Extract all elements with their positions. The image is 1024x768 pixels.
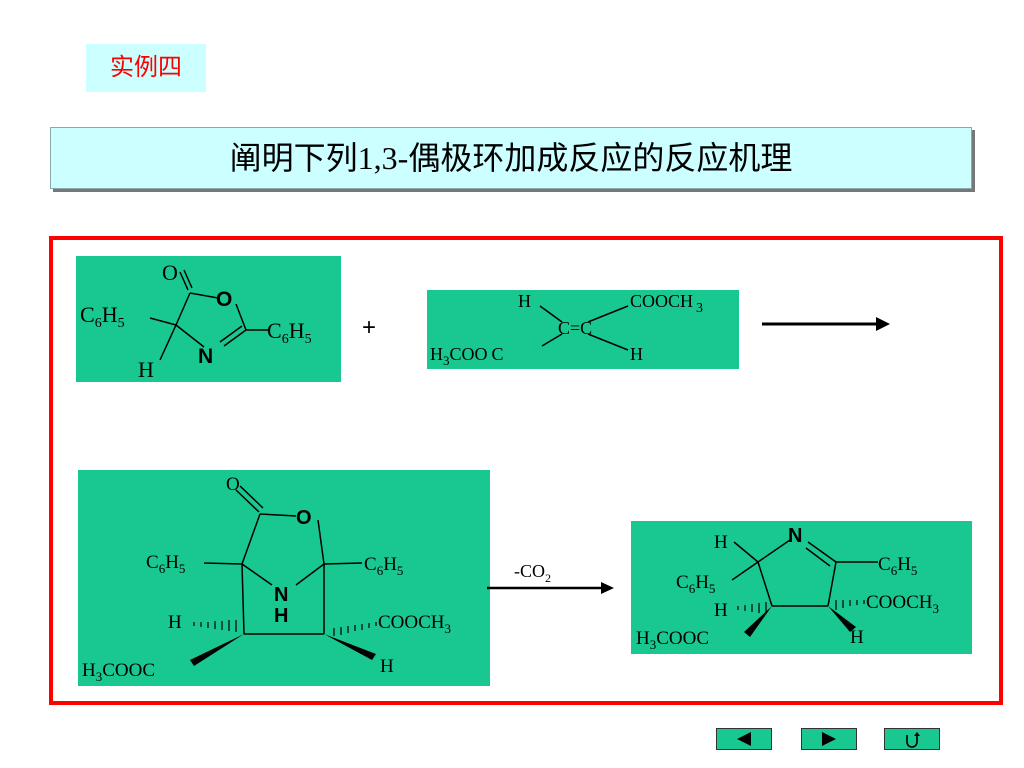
triangle-left-icon [737,732,751,746]
int-nh-h: H [274,605,288,627]
int-ester-left: H3COOC [82,660,155,684]
reactant-oxazolone-panel [76,256,341,382]
triangle-right-icon [822,732,836,746]
r1-carbonyl-o: O [162,260,178,285]
reactant-alkene-panel [427,290,739,369]
prod-phenyl-left: C6H5 [676,572,715,596]
r2-h-bottom: H [630,344,643,364]
return-button[interactable] [884,728,940,750]
int-ester-right: COOCH3 [378,612,451,636]
r2-h-top: H [518,291,531,311]
r2-double-bond: C=C [558,318,592,338]
int-phenyl-left: C6H5 [146,552,185,576]
product-pyrroline-panel [631,521,972,654]
int-h-left: H [168,612,182,633]
page-title: 阐明下列1,3-偶极环加成反应的反应机理 [50,127,972,189]
r1-hydrogen: H [138,357,154,382]
int-h-right: H [380,656,394,677]
prod-ester-left: H3COOC [636,628,709,652]
prod-h-top: H [714,532,728,553]
prev-button[interactable] [716,728,772,750]
int-ring-o: O [296,507,312,529]
prod-h-right: H [850,627,864,648]
int-nh-n: N [274,584,288,606]
prod-ring-n: N [788,525,802,547]
prod-h-mid: H [714,600,728,621]
int-carbonyl-o: O [226,474,240,495]
reaction-frame [49,236,1003,705]
intermediate-adduct-panel [78,470,490,686]
r1-ring-n: N [198,345,213,368]
prod-ester-right: COOCH3 [866,592,939,616]
r1-ring-o: O [216,288,232,311]
prod-phenyl-right: C6H5 [878,554,917,578]
step-label-decarboxylation: -CO2 [514,561,551,585]
plus-sign: + [362,314,376,341]
next-button[interactable] [801,728,857,750]
r1-phenyl-left: C6H5 [80,302,125,331]
r1-phenyl-right: C6H5 [267,318,312,347]
u-turn-arrow-icon [906,732,920,748]
example-label: 实例四 [86,44,206,92]
int-phenyl-right: C6H5 [364,554,403,578]
